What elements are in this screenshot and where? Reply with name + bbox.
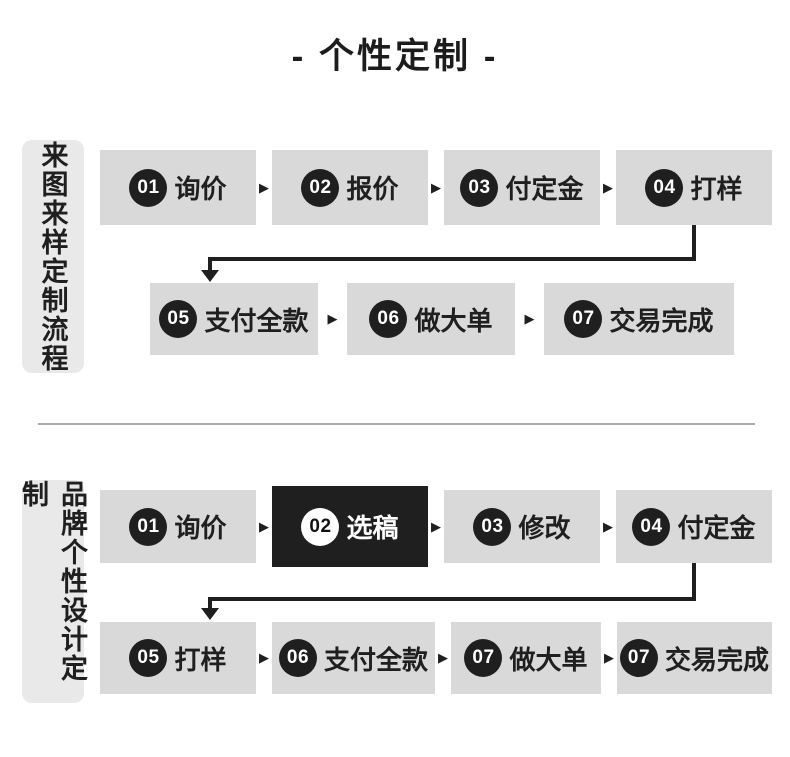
arrow-right-icon: ▶ — [431, 179, 441, 195]
step-number-badge: 05 — [129, 639, 168, 677]
step-label: 报价 — [346, 174, 399, 204]
step-box: 04 付定金 — [616, 490, 772, 563]
connector-segment — [208, 597, 212, 611]
step-label: 交易完成 — [664, 644, 769, 675]
connector-segment — [692, 563, 696, 601]
arrow-right-icon: ▶ — [524, 311, 535, 326]
step-box: 03 付定金 — [444, 150, 600, 225]
step-label: 打样 — [690, 174, 743, 204]
step-number-badge: 04 — [632, 507, 671, 546]
step-number-badge: 06 — [369, 300, 408, 338]
section1-row1: 01 询价 ▶ 02 报价 ▶ 03 付定金 ▶ 04 打样 — [100, 150, 772, 225]
step-label: 支付全款 — [323, 644, 428, 675]
arrow-right-icon: ▶ — [327, 311, 338, 326]
section2-row2: 05 打样 ▶ 06 支付全款 ▶ 07 做大单 ▶ 07 交易完成 — [100, 622, 772, 694]
step-number-badge: 01 — [129, 168, 168, 207]
step-label: 支付全款 — [204, 305, 309, 336]
step-label: 付定金 — [677, 513, 756, 543]
step-box: 07 交易完成 — [617, 622, 772, 694]
arrow-down-icon — [201, 608, 219, 620]
step-box: 06 支付全款 — [272, 622, 435, 694]
step-box: 07 交易完成 — [544, 283, 734, 355]
step-label: 选稿 — [346, 513, 399, 543]
step-label: 打样 — [174, 644, 227, 675]
arrow-right-icon: ▶ — [259, 179, 269, 195]
step-label: 修改 — [518, 513, 571, 543]
connector-segment — [208, 257, 696, 261]
step-label: 做大单 — [509, 644, 588, 675]
section2-row1: 01 询价 ▶ 02 选稿 ▶ 03 修改 ▶ 04 付定金 — [100, 486, 772, 567]
step-box: 01 询价 — [100, 490, 256, 563]
step-label: 交易完成 — [609, 305, 714, 336]
step-box: 01 询价 — [100, 150, 256, 225]
page-title: - 个性定制 - — [291, 37, 499, 76]
step-box: 06 做大单 — [347, 283, 515, 355]
step-box: 02 报价 — [272, 150, 428, 225]
step-number-badge: 04 — [645, 168, 684, 207]
step-box: 07 做大单 — [451, 622, 601, 694]
arrow-right-icon: ▶ — [431, 518, 441, 534]
connector-segment — [692, 225, 696, 261]
section2-vertical-label: 品牌个性设计定制 — [18, 480, 87, 703]
step-box: 05 打样 — [100, 622, 256, 694]
section1-row2: 05 支付全款 ▶ 06 做大单 ▶ 07 交易完成 — [150, 283, 734, 355]
arrow-right-icon: ▶ — [259, 650, 269, 665]
step-box: 03 修改 — [444, 490, 600, 563]
step-number-badge: 07 — [464, 639, 503, 677]
step-box: 05 支付全款 — [150, 283, 318, 355]
arrow-right-icon: ▶ — [603, 518, 613, 534]
connector-segment — [208, 597, 696, 601]
step-number-badge: 05 — [159, 300, 198, 338]
section-divider — [38, 423, 755, 425]
arrow-right-icon: ▶ — [604, 650, 614, 665]
section1-vertical-label: 来图来样定制流程 — [22, 140, 84, 373]
arrow-right-icon: ▶ — [603, 179, 613, 195]
arrow-right-icon: ▶ — [438, 650, 448, 665]
step-label: 询价 — [174, 174, 227, 204]
arrow-right-icon: ▶ — [259, 518, 269, 534]
arrow-down-icon — [201, 270, 219, 282]
step-number-badge: 03 — [460, 168, 499, 207]
step-label: 做大单 — [414, 305, 493, 336]
step-number-badge: 02 — [301, 168, 340, 207]
step-number-badge: 07 — [564, 300, 603, 338]
step-label: 询价 — [174, 513, 227, 543]
step-number-badge: 02 — [301, 507, 340, 546]
connector-segment — [208, 257, 212, 271]
step-number-badge: 03 — [473, 507, 512, 546]
step-label: 付定金 — [505, 174, 584, 204]
step-number-badge: 01 — [129, 507, 168, 546]
step-number-badge: 07 — [619, 639, 658, 677]
step-number-badge: 06 — [278, 639, 317, 677]
step-box-highlighted: 02 选稿 — [272, 486, 428, 567]
step-box: 04 打样 — [616, 150, 772, 225]
